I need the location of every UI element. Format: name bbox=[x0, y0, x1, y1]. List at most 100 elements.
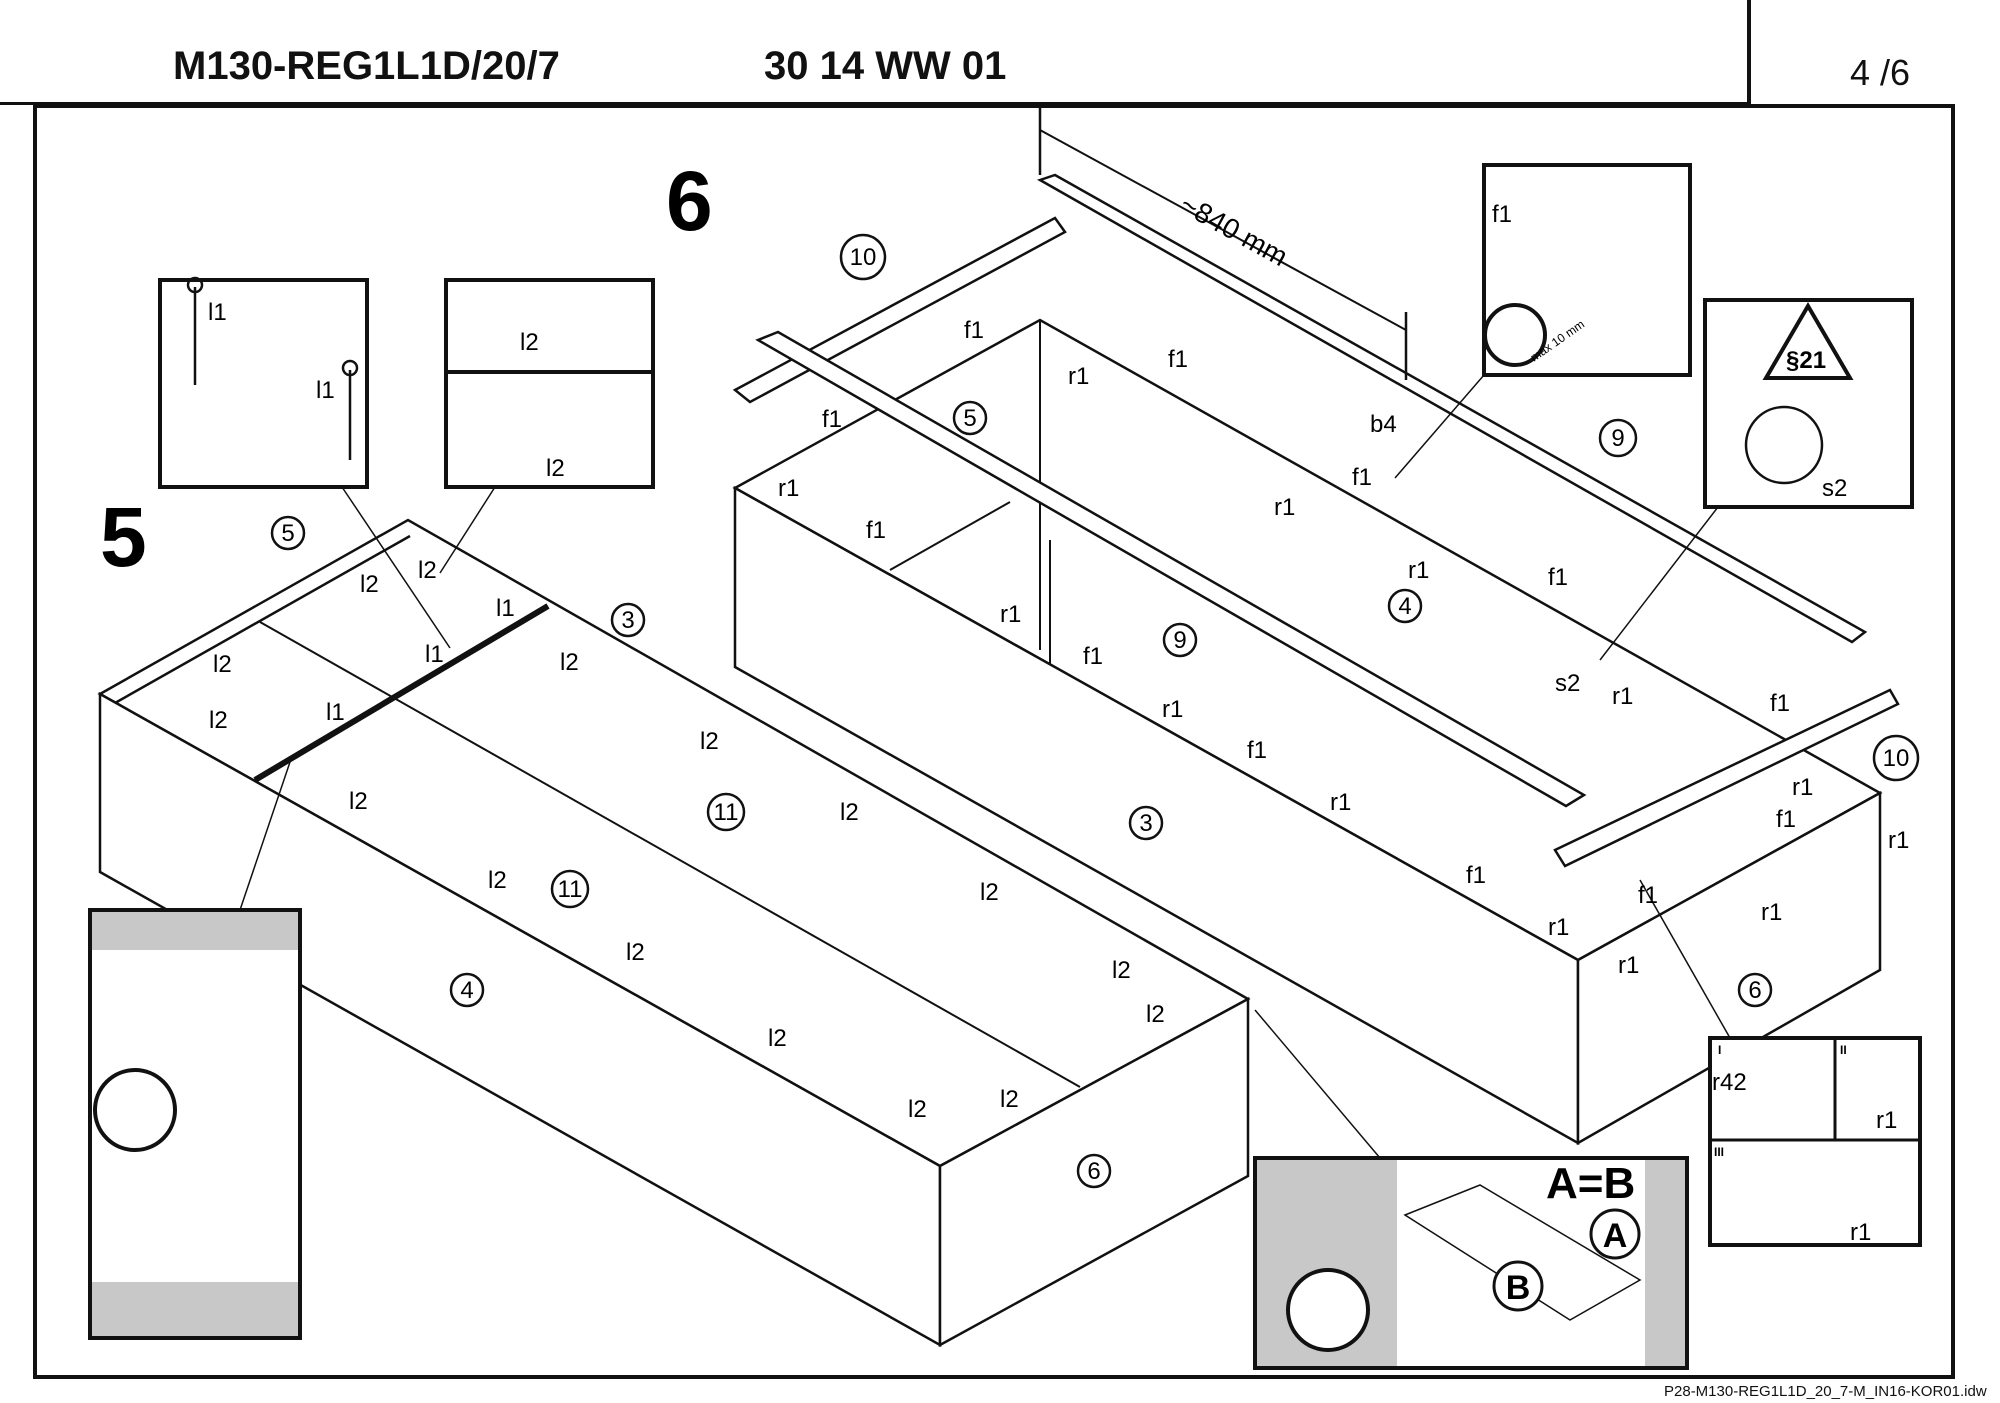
sub-label-ii: II bbox=[1840, 1043, 1847, 1057]
right-cabinet-end-panel bbox=[1576, 790, 1882, 1146]
fitting-r1-m: r1 bbox=[1618, 952, 1639, 979]
b-label: B bbox=[1506, 1269, 1531, 1307]
law-ref-label: §21 bbox=[1786, 347, 1826, 374]
right-cabinet-shelf bbox=[889, 501, 1011, 571]
part-5-left: 5 bbox=[281, 520, 294, 547]
page-number: 4 /6 bbox=[1850, 52, 1911, 93]
fitting-l2-a: l2 bbox=[360, 571, 379, 598]
rail-9-front[interactable] bbox=[755, 330, 1587, 808]
fitting-b4: b4 bbox=[1370, 411, 1397, 438]
part-5-right: 5 bbox=[963, 405, 976, 432]
part-9-front: 9 bbox=[1173, 627, 1186, 654]
s2-knob-icon bbox=[1744, 405, 1824, 485]
left-cabinet-inner-edge bbox=[114, 534, 411, 705]
fitting-l2-l: l2 bbox=[768, 1025, 787, 1052]
b-circle-icon bbox=[1492, 1260, 1544, 1312]
fitting-s2-detail: s2 bbox=[1822, 475, 1847, 502]
fitting-r1-i: r1 bbox=[1792, 774, 1813, 801]
fitting-l2-detail-2: l2 bbox=[546, 455, 565, 482]
fitting-s2: s2 bbox=[1555, 670, 1580, 697]
fitting-l2-g: l2 bbox=[700, 728, 719, 755]
law-triangle-icon bbox=[1762, 302, 1854, 380]
fitting-l2-o: l2 bbox=[908, 1096, 927, 1123]
fitting-l2-e: l2 bbox=[560, 649, 579, 676]
part-10-front: 10 bbox=[1883, 745, 1910, 772]
leader-s2 bbox=[1599, 506, 1719, 661]
leader-dowel bbox=[1394, 374, 1485, 479]
part-4-left: 4 bbox=[460, 977, 473, 1004]
pencil-box-gray-bottom bbox=[92, 1282, 298, 1336]
part-4-right: 4 bbox=[1398, 593, 1411, 620]
step-6-number: 6 bbox=[666, 154, 713, 248]
fitting-r1-l: r1 bbox=[1761, 899, 1782, 926]
fitting-l1-a: l1 bbox=[496, 595, 515, 622]
fitting-l2-h: l2 bbox=[840, 799, 859, 826]
fitting-l2-c: l2 bbox=[213, 651, 232, 678]
warning-icon-diagonal bbox=[1286, 1268, 1370, 1352]
a-circle-icon bbox=[1589, 1208, 1641, 1260]
fitting-l1-b: l1 bbox=[425, 641, 444, 668]
fitting-f1-e: f1 bbox=[1352, 464, 1372, 491]
fitting-r1-e: r1 bbox=[1000, 601, 1021, 628]
fitting-f1-g: f1 bbox=[1083, 643, 1103, 670]
fitting-r1-cam-b: r1 bbox=[1850, 1219, 1871, 1246]
dimension-line bbox=[1039, 129, 1407, 331]
model-code: M130-REG1L1D/20/7 bbox=[173, 44, 560, 88]
fitting-l2-i: l2 bbox=[488, 867, 507, 894]
fitting-r42: r42 bbox=[1712, 1069, 1747, 1096]
fitting-r1-c: r1 bbox=[1274, 494, 1295, 521]
fitting-f1-h: f1 bbox=[1247, 737, 1267, 764]
fitting-l2-n: l2 bbox=[1146, 1001, 1165, 1028]
fitting-f1-b: f1 bbox=[1168, 346, 1188, 373]
a-label: A bbox=[1603, 1217, 1628, 1255]
part-10-back: 10 bbox=[850, 244, 877, 271]
rail-10-front[interactable] bbox=[1553, 688, 1900, 868]
part-3-left: 3 bbox=[621, 607, 634, 634]
leader-nail bbox=[341, 486, 451, 649]
fitting-f1-a: f1 bbox=[964, 317, 984, 344]
pencil-box-gray-top bbox=[92, 912, 298, 950]
rail-9-back[interactable] bbox=[1036, 173, 1868, 644]
fitting-r1-k: r1 bbox=[1548, 914, 1569, 941]
fitting-l2-p: l2 bbox=[1000, 1086, 1019, 1113]
fitting-l1-c: l1 bbox=[326, 699, 345, 726]
fitting-r1-cam-a: r1 bbox=[1876, 1107, 1897, 1134]
fitting-f1-f: f1 bbox=[1548, 564, 1568, 591]
fitting-l2-k: l2 bbox=[980, 879, 999, 906]
part-6-right: 6 bbox=[1748, 977, 1761, 1004]
drawing-frame bbox=[33, 104, 1955, 1379]
fitting-f1-l: f1 bbox=[1638, 882, 1658, 909]
fitting-f1-i: f1 bbox=[1466, 862, 1486, 889]
file-name: P28-M130-REG1L1D_20_7-M_IN16-KOR01.idw bbox=[1664, 1383, 1987, 1400]
fitting-r1-g: r1 bbox=[1162, 696, 1183, 723]
fitting-r1-j: r1 bbox=[1888, 827, 1909, 854]
nail-head-1 bbox=[186, 276, 204, 294]
header-divider bbox=[1747, 0, 1751, 104]
leader-cam bbox=[1639, 879, 1731, 1039]
part-6-left: 6 bbox=[1087, 1158, 1100, 1185]
part-3-right: 3 bbox=[1139, 810, 1152, 837]
fitting-r1-a: r1 bbox=[1068, 363, 1089, 390]
fitting-l2-f: l2 bbox=[349, 788, 368, 815]
detail-box-connector bbox=[444, 278, 655, 489]
fitting-r1-b: r1 bbox=[778, 475, 799, 502]
fitting-f1-d: f1 bbox=[866, 517, 886, 544]
step-5-number: 5 bbox=[100, 490, 147, 584]
fitting-f1-k: f1 bbox=[1776, 806, 1796, 833]
leader-diagonal bbox=[1254, 1009, 1381, 1159]
left-cabinet-rail[interactable] bbox=[253, 603, 550, 783]
sub-label-iii: III bbox=[1714, 1145, 1724, 1159]
fitting-r1-d: r1 bbox=[1408, 557, 1429, 584]
article-code: 30 14 WW 01 bbox=[764, 44, 1007, 88]
fitting-l2-detail: l2 bbox=[520, 329, 539, 356]
nail-head-2 bbox=[341, 359, 359, 377]
detail-box-nail bbox=[158, 278, 369, 489]
fitting-l1-detail: l1 bbox=[208, 299, 227, 326]
header-rule bbox=[0, 102, 1750, 105]
part-11-a: 11 bbox=[714, 799, 739, 826]
warning-icon-pencil bbox=[93, 1068, 177, 1152]
a-equals-b-label: A=B bbox=[1546, 1159, 1635, 1208]
fitting-r1-h: r1 bbox=[1330, 789, 1351, 816]
leader-connector bbox=[439, 486, 496, 574]
